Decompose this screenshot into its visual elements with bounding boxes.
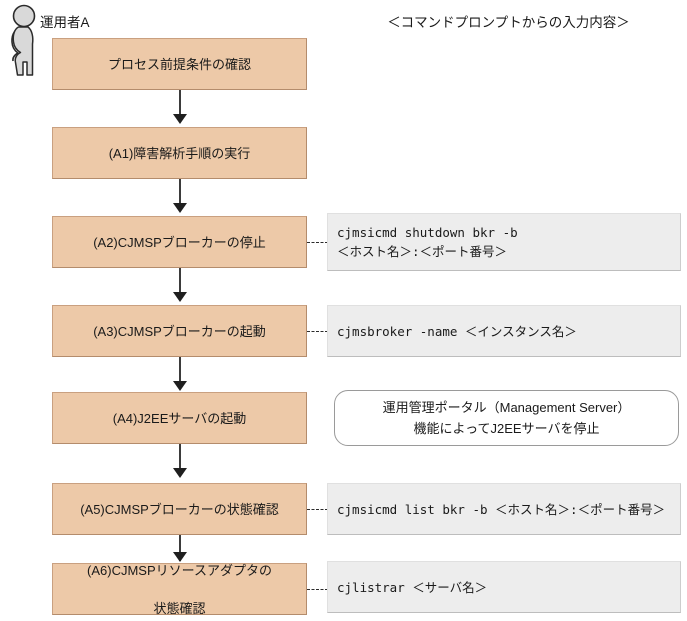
flow-arrow-line <box>179 90 181 116</box>
process-box-a1[interactable]: (A1)障害解析手順の実行 <box>52 127 307 179</box>
note-connector-a2 <box>307 242 328 243</box>
command-line: cjmsicmd list bkr -b ＜ホスト名＞:＜ポート番号＞ <box>337 501 666 517</box>
command-note-a5: cjmsicmd list bkr -b ＜ホスト名＞:＜ポート番号＞ <box>327 483 681 535</box>
process-label: (A4)J2EEサーバの起動 <box>112 410 247 426</box>
command-line: ＜ホスト名＞:＜ポート番号＞ <box>337 244 508 259</box>
note-connector-a5 <box>307 509 328 510</box>
command-line: cjlistrar ＜サーバ名＞ <box>337 579 488 595</box>
flow-arrow-head <box>173 381 187 391</box>
flow-arrow-head <box>173 203 187 213</box>
actor-label: 運用者A <box>40 15 90 30</box>
info-line: 機能によってJ2EEサーバを停止 <box>413 421 600 436</box>
command-column-header: ＜コマンドプロンプトからの入力内容＞ <box>387 15 630 30</box>
process-label-line: 状態確認 <box>153 600 206 616</box>
command-line: cjmsicmd shutdown bkr -b <box>337 225 518 240</box>
process-label: (A1)障害解析手順の実行 <box>108 145 251 161</box>
note-connector-a6 <box>307 589 328 590</box>
process-label: (A5)CJMSPブローカーの状態確認 <box>80 501 279 517</box>
info-line: 運用管理ポータル（Management Server） <box>382 400 631 415</box>
process-box-a3[interactable]: (A3)CJMSPブローカーの起動 <box>52 305 307 357</box>
process-box-a2[interactable]: (A2)CJMSPブローカーの停止 <box>52 216 307 268</box>
process-label: (A3)CJMSPブローカーの起動 <box>93 323 266 339</box>
command-line: cjmsbroker -name ＜インスタンス名＞ <box>337 323 577 339</box>
flow-arrow-line <box>179 535 181 561</box>
flow-arrow-head <box>173 114 187 124</box>
flow-arrow-line <box>179 179 181 205</box>
flow-arrow-line <box>179 357 181 383</box>
flow-arrow-head <box>173 468 187 478</box>
process-label: プロセス前提条件の確認 <box>107 56 251 72</box>
process-label: (A2)CJMSPブローカーの停止 <box>93 234 266 250</box>
process-label-line: (A6)CJMSPリソースアダプタの <box>87 562 272 578</box>
flow-arrow-head <box>173 292 187 302</box>
process-box-a4[interactable]: (A4)J2EEサーバの起動 <box>52 392 307 444</box>
process-box-start[interactable]: プロセス前提条件の確認 <box>52 38 307 90</box>
command-note-a2: cjmsicmd shutdown bkr -b ＜ホスト名＞:＜ポート番号＞ <box>327 213 681 271</box>
flow-arrow-head <box>173 552 187 562</box>
flow-arrow-line <box>179 444 181 470</box>
process-label: (A6)CJMSPリソースアダプタの 状態確認 <box>75 561 284 618</box>
process-box-a5[interactable]: (A5)CJMSPブローカーの状態確認 <box>52 483 307 535</box>
process-box-a6[interactable]: (A6)CJMSPリソースアダプタの 状態確認 <box>52 561 307 618</box>
flow-arrow-line <box>179 268 181 294</box>
person-standing-icon <box>11 4 36 76</box>
command-note-a3: cjmsbroker -name ＜インスタンス名＞ <box>327 305 681 357</box>
command-note-a6: cjlistrar ＜サーバ名＞ <box>327 561 681 613</box>
note-connector-a3 <box>307 331 328 332</box>
info-note-a4: 運用管理ポータル（Management Server） 機能によってJ2EEサー… <box>334 390 679 446</box>
